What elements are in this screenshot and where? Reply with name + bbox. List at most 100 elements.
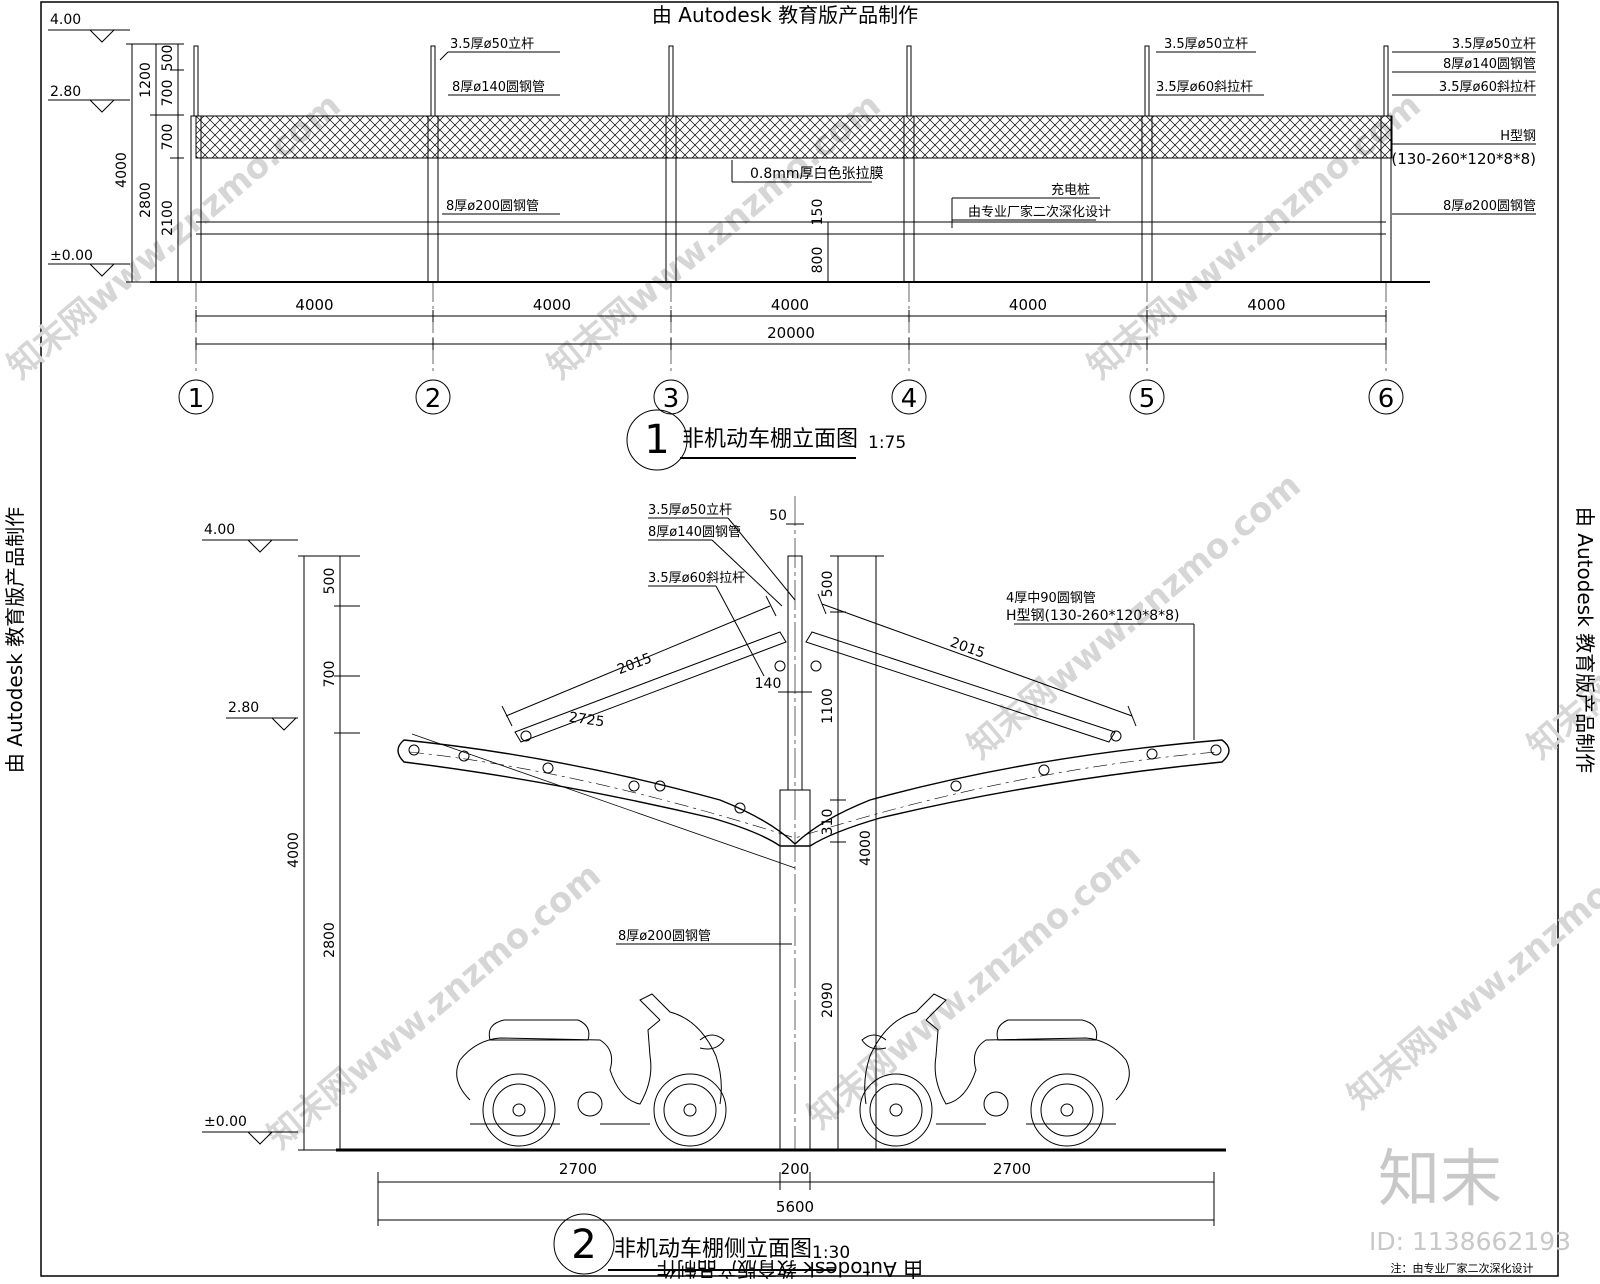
callout-post: 3.5厚ø50立杆 [450,37,534,52]
span-label: 4000 [771,296,809,314]
column-post [1144,45,1150,117]
axis-label: 1 [188,384,205,414]
callout-pipe-200: 8厚ø200圆钢管 [618,929,711,944]
bolt-hole [1210,744,1222,756]
level-ground: ±0.00 [50,248,93,264]
callout-pipe: 8厚ø140圆钢管 [648,525,741,540]
callout-membrane: 0.8mm厚白色张拉膜 [750,165,884,182]
drawing-title: 非机动车棚侧立面图 [614,1237,812,1262]
columns [190,45,1392,372]
front-elevation [48,29,1536,471]
span-label: 4000 [295,296,333,314]
title-bubble [626,409,688,471]
callout-h-steel-spec: (130-260*120*8*8) [1391,150,1536,168]
dim-label: 700 [160,124,176,151]
axis-label: 5 [1139,384,1156,414]
section-callouts: 3.5厚ø50立杆 8厚ø140圆钢管 3.5厚ø60斜拉杆 4厚中90圆钢管 … [618,503,1179,944]
dim-label: 700 [322,661,338,688]
autodesk-watermark-left: 由 Autodesk 教育版产品制作 [3,507,27,773]
front-wheel [653,1073,727,1147]
bolt-holes [408,660,1222,814]
motorcycle-seat [996,1019,1098,1041]
dim-label: 2700 [559,1160,597,1178]
section-bottom-dims: 2700 200 2700 5600 [559,1160,1031,1216]
bolt-hole [542,762,554,774]
dim-label: 4000 [114,152,130,188]
dim-label: 1200 [138,62,154,98]
callout-pipe: 8厚ø140圆钢管 [452,80,545,95]
level-markers [48,29,130,277]
bolt-hole [458,750,470,762]
dim-label: 200 [781,1160,810,1178]
drawing-title: 非机动车棚立面图 [682,427,858,452]
autodesk-watermark-top: 由 Autodesk 教育版产品制作 [652,3,918,27]
axis-label: 2 [425,384,442,414]
dim-label: 700 [160,80,176,107]
axis-label: 6 [1378,384,1395,414]
axis-bubble [1368,379,1404,415]
axis-label: 4 [901,384,918,414]
side-elevation [202,496,1230,1275]
dim-label: 2015 [615,650,654,678]
dim-label: 500 [820,571,836,598]
bolt-hole [1146,748,1158,760]
level-top: 4.00 [204,522,235,538]
dim-label: 2725 [568,710,606,731]
bolt-hole [774,660,786,672]
title-bubble [553,1213,615,1275]
callout-h-steel: H型钢 [1500,129,1536,144]
callout-pipe-200: 8厚ø200圆钢管 [446,199,539,214]
axis-bubble [415,379,451,415]
dim-label: 2100 [160,200,176,236]
right-brace [805,631,1116,743]
dim-label: 4000 [858,830,874,866]
elevation-labels: 4.00 2.80 ±0.00 4000 1200 2800 500 700 7… [50,12,826,273]
autodesk-watermark-right: 由 Autodesk 教育版产品制作 [1573,507,1597,773]
drawing-scale: 1:30 [812,1243,850,1263]
bolt-hole [734,802,746,814]
axis-bubble [653,379,689,415]
dim-label: 2800 [322,922,338,958]
callout-brace: 3.5厚ø60斜拉杆 [648,571,745,586]
callout-h-steel: H型钢(130-260*120*8*8) [1006,608,1179,624]
callout-post: 3.5厚ø50立杆 [1452,37,1536,52]
column-post [430,45,436,117]
level-top: 4.00 [50,12,81,28]
dim-label: 2700 [993,1160,1031,1178]
left-dimension-lines [126,43,184,283]
axis-bubble [178,379,214,415]
title-number: 1 [644,417,669,463]
dim-label: 500 [160,45,176,72]
membrane-roof [195,115,1393,159]
canopy-arms [397,739,1230,847]
site-watermarks: 知末网www.znzmo.com 知末网www.znzmo.com 知末网www… [0,85,1600,1157]
total-span-label: 20000 [767,324,815,342]
callout-pipe-200: 8厚ø200圆钢管 [1443,199,1536,214]
callout-charger: 充电桩 [1051,182,1090,198]
rear-wheel [482,1073,556,1147]
motorcycle-body [925,1019,1127,1105]
site-watermark: 知末网www.znzmo.com [260,855,609,1157]
left-brace [514,631,787,743]
bolt-hole [408,744,420,756]
callout-post: 3.5厚ø50立杆 [648,503,732,518]
column-post [193,45,199,117]
column-post [906,45,912,117]
bolt-hole [628,780,640,792]
dim-label: 800 [810,247,826,274]
dim-label: 5600 [776,1198,814,1216]
column-post [1383,45,1389,117]
bolt-hole [1038,764,1050,776]
id-label: ID: 1138662193 [1369,1227,1571,1256]
title-number: 2 [571,1222,596,1268]
dim-label: 4000 [286,832,302,868]
dim-label: 2090 [820,982,836,1018]
dim-label: 2015 [948,635,987,662]
motorcycle-right [859,993,1130,1147]
dim-label: 310 [820,809,836,836]
drawing-scale: 1:75 [868,433,906,453]
brand-logo: 知末 [1378,1142,1502,1215]
